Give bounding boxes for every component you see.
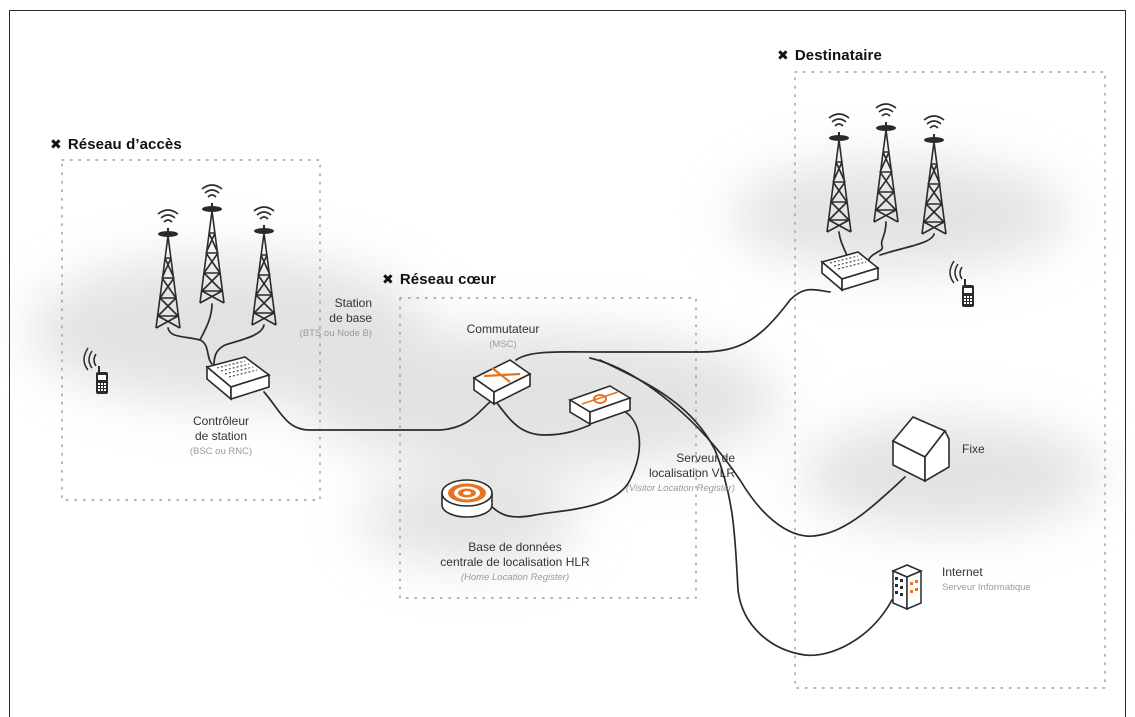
zone-title-access: ✖Réseau d’accès [50,136,182,153]
hlr-database-icon [441,479,493,518]
zone-title-core: ✖Réseau cœur [382,271,496,288]
close-x-icon: ✖ [777,47,789,63]
zone-destination-box [794,71,1106,689]
diagram-frame [9,10,1126,717]
cables [167,221,935,657]
vlr-server-icon [568,385,632,426]
house-icon [891,416,950,483]
zone-title-destination: ✖Destinataire [777,47,882,64]
label-fixe: Fixe [962,442,985,456]
close-x-icon: ✖ [50,136,62,152]
background-glow [30,160,1100,565]
label-msc: Commutateur (MSC) [466,322,540,350]
label-bsc: Contrôleur de station (BSC ou RNC) [189,414,253,457]
server-building-icon [891,564,923,611]
close-x-icon: ✖ [382,271,394,287]
label-vlr: Serveur de localisation VLR (Visitor Loc… [625,451,735,494]
bsc-equipment-icon [205,356,271,401]
label-bts: Station de base (BTS ou Node B) [299,296,372,339]
msc-switch-icon [472,359,532,406]
destination-bsc-equipment-icon [820,251,880,292]
label-hlr: Base de données centrale de localisation… [440,540,590,583]
label-internet: Internet Serveur Informatique [942,565,1031,593]
mobile-phone-icon [949,260,975,308]
zone-access-box [61,159,321,501]
